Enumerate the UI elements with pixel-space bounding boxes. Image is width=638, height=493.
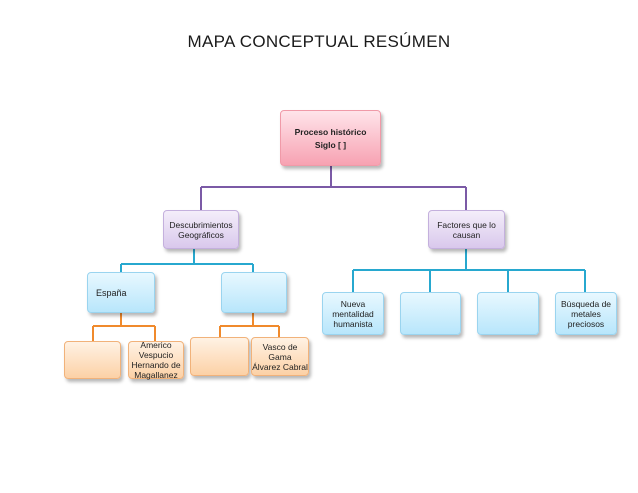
blank-blue-node-left[interactable] [221, 272, 287, 313]
descubrimientos-line-2: Geográficos [178, 229, 224, 240]
root-line-2: Siglo [ ] [314, 139, 347, 150]
nueva-line-3: humanista [333, 318, 373, 329]
vasco-line-1: Vasco de [262, 341, 298, 352]
vasco-de-gama-node[interactable]: Vasco de Gama Álvarez Cabral [251, 337, 309, 376]
nueva-line-1: Nueva [340, 298, 366, 309]
busqueda-line-2: metales [571, 308, 601, 319]
americo-vespucio-node[interactable]: Americo Vespucio Hernando de Magallanez [128, 340, 184, 380]
root-line-1: Proceso histórico [294, 126, 367, 137]
vasco-line-3: Álvarez Cabral [252, 361, 308, 372]
page-title: MAPA CONCEPTUAL RESÚMEN [187, 32, 451, 51]
factores-node[interactable]: Factores que lo causan [428, 210, 505, 249]
blue-connectors [120, 249, 586, 292]
descubrimientos-node[interactable]: Descubrimientos Geográficos [163, 210, 239, 249]
factores-line-1: Factores que lo [437, 219, 496, 230]
busqueda-metales-node[interactable]: Búsqueda de metales preciosos [555, 292, 617, 335]
blank-blue-node-3[interactable] [477, 292, 539, 335]
nueva-mentalidad-node[interactable]: Nueva mentalidad humanista [322, 292, 384, 335]
descubrimientos-line-1: Descubrimientos [169, 219, 233, 230]
espana-node[interactable]: España [87, 272, 155, 313]
nueva-line-2: mentalidad [332, 308, 374, 319]
blank-blue-node-2[interactable] [400, 292, 461, 335]
purple-connectors [200, 166, 467, 210]
blank-orange-node-3[interactable] [190, 337, 249, 376]
busqueda-line-1: Búsqueda de [560, 298, 612, 309]
americo-line-4: Magallanez [134, 370, 178, 380]
americo-line-3: Hernando de [131, 360, 181, 370]
factores-line-2: causan [452, 229, 481, 240]
americo-line-2: Vespucio [138, 350, 174, 360]
vasco-line-2: Gama [268, 351, 292, 362]
busqueda-line-3: preciosos [567, 318, 605, 329]
orange-connectors [92, 313, 280, 341]
root-node[interactable]: Proceso histórico Siglo [ ] [280, 110, 381, 166]
espana-label: España [96, 287, 127, 298]
blank-orange-node-1[interactable] [64, 341, 121, 379]
americo-line-1: Americo [140, 340, 172, 350]
